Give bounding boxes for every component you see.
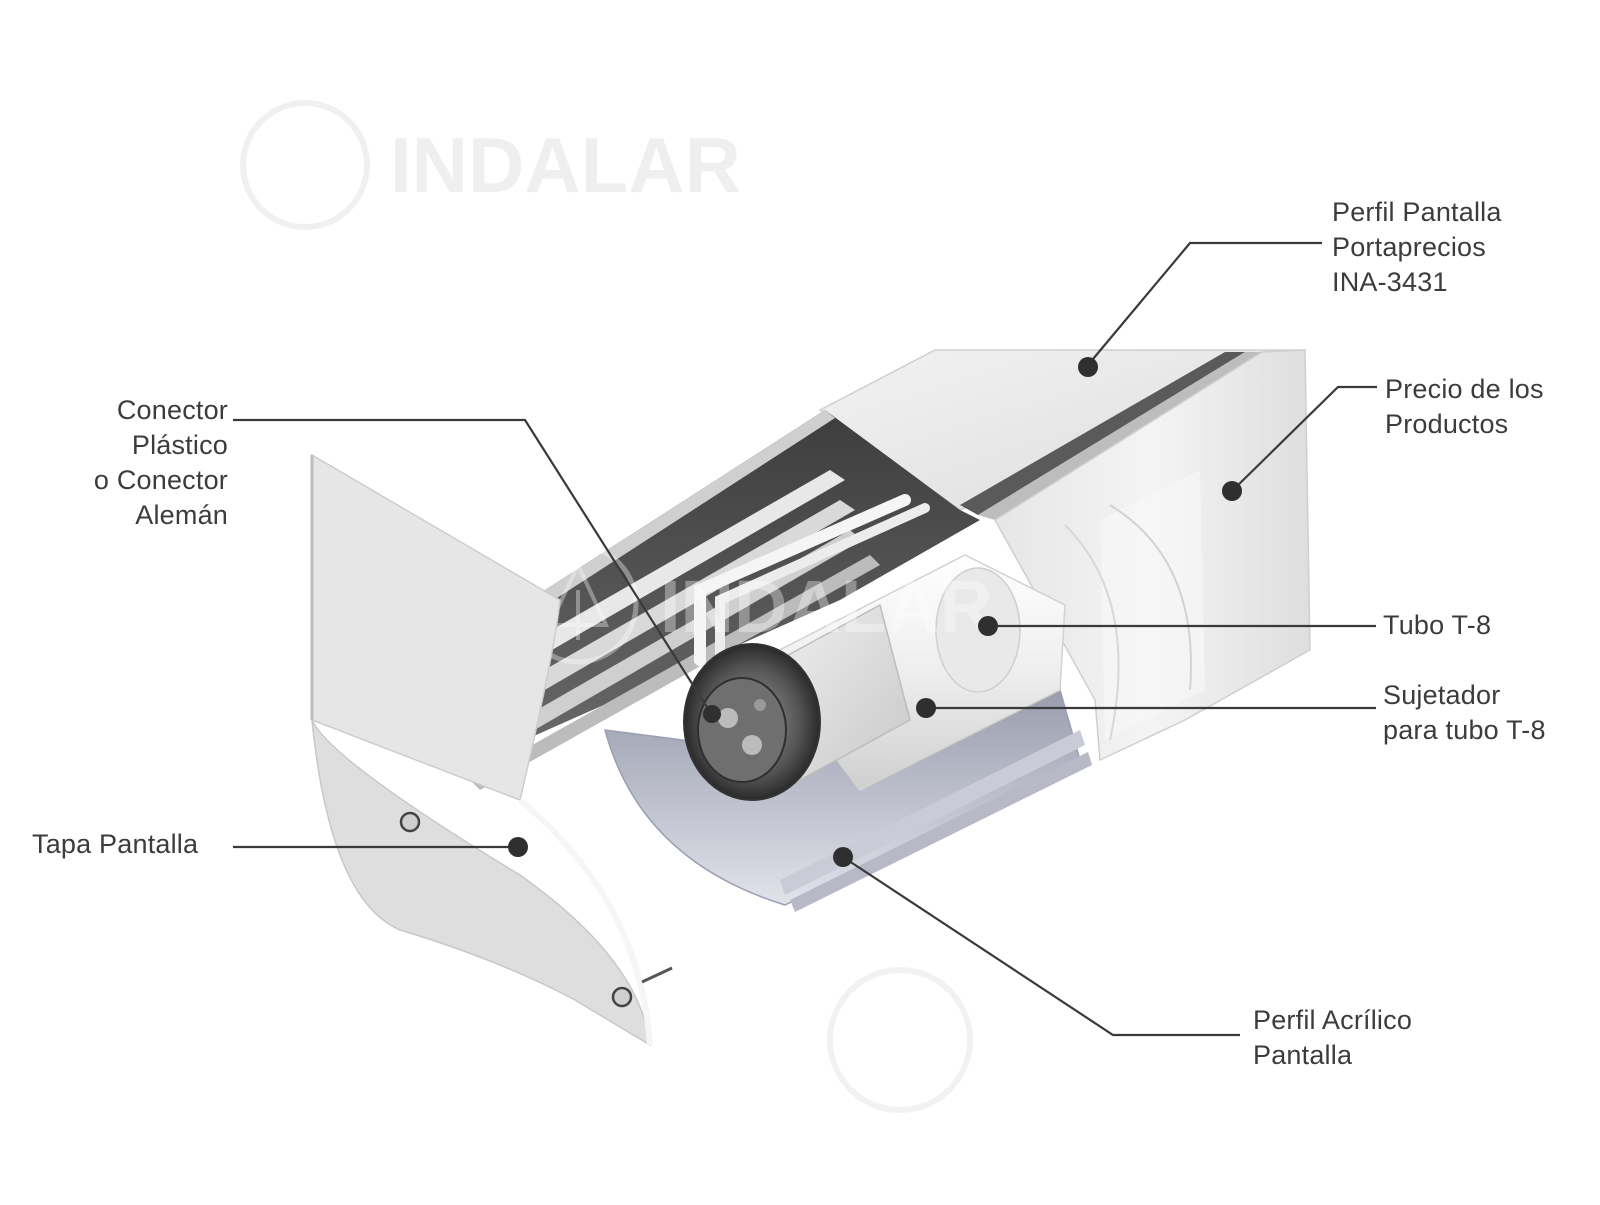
label-line: Perfil Pantalla — [1332, 197, 1502, 227]
label-precio-productos: Precio de los Productos — [1385, 372, 1544, 442]
dot-precio — [1222, 481, 1242, 501]
label-line: Productos — [1385, 409, 1509, 439]
label-perfil-acrilico: Perfil Acrílico Pantalla — [1253, 1003, 1412, 1073]
label-line: Pantalla — [1253, 1040, 1353, 1070]
watermark-center-text: INDALAR — [660, 565, 993, 648]
leader-dots — [508, 357, 1242, 867]
label-line: Perfil Acrílico — [1253, 1005, 1413, 1035]
label-line: Conector — [116, 395, 228, 425]
leader-perfil-pantalla — [1087, 241, 1322, 366]
watermark-center: INDALAR — [517, 543, 993, 665]
label-sujetador: Sujetador para tubo T-8 — [1383, 678, 1546, 748]
label-line: Plástico — [131, 430, 228, 460]
t8-tube — [683, 554, 1066, 801]
label-line: o Conector — [93, 465, 228, 495]
watermark-top-text: INDALAR — [390, 121, 741, 209]
leader-acrilico — [842, 856, 1240, 1037]
watermark-top: INDALAR — [240, 100, 741, 230]
label-tapa: Tapa Pantalla — [32, 827, 198, 862]
watermark-bottom — [827, 967, 973, 1113]
label-line: para tubo T-8 — [1383, 715, 1546, 745]
label-perfil-pantalla: Perfil Pantalla Portaprecios INA-3431 — [1332, 195, 1502, 300]
dot-conector — [703, 705, 721, 723]
label-tubo: Tubo T-8 — [1383, 608, 1491, 643]
label-line: INA-3431 — [1332, 267, 1448, 297]
label-conector: Conector Plástico o Conector Alemán — [40, 393, 228, 533]
leader-conector — [233, 418, 711, 713]
dot-sujetador — [916, 698, 936, 718]
leader-lines — [233, 241, 1377, 1037]
label-line: Portaprecios — [1332, 232, 1486, 262]
label-line: Precio de los — [1385, 374, 1544, 404]
dot-tubo — [978, 616, 998, 636]
top-profile — [818, 349, 1311, 762]
label-line: Alemán — [135, 500, 228, 530]
dot-tapa — [508, 837, 528, 857]
end-cap — [310, 453, 673, 1047]
dot-acrilico — [833, 847, 853, 867]
label-line: Tapa Pantalla — [32, 829, 199, 859]
label-line: Tubo T-8 — [1383, 610, 1492, 640]
dot-perfil-pantalla — [1078, 357, 1098, 377]
leader-precio — [1231, 385, 1377, 492]
label-line: Sujetador — [1383, 680, 1501, 710]
